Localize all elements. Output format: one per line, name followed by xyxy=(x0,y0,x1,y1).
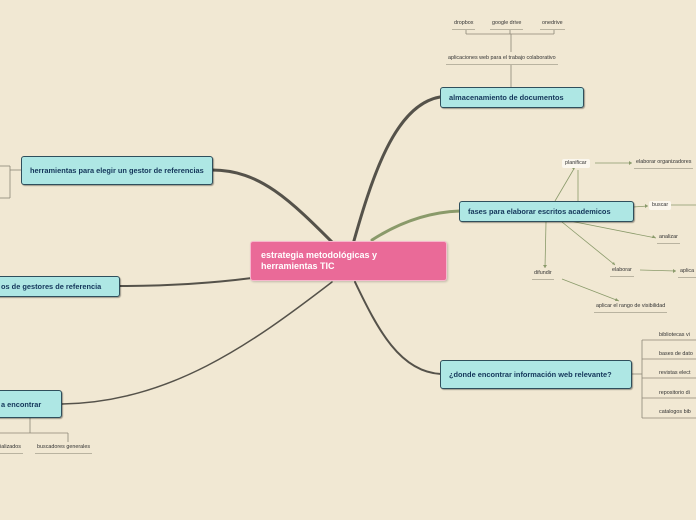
herramientas-connectors xyxy=(0,165,22,199)
node-gestores-label: os de gestores de referencia xyxy=(1,282,102,291)
leaf-planificar[interactable]: planificar xyxy=(562,159,590,168)
branch-fases xyxy=(370,209,462,242)
node-donde-label: ¿donde encontrar información web relevan… xyxy=(449,370,612,379)
central-topic[interactable]: estrategia metodológicas y herramientas … xyxy=(250,241,447,281)
node-encontrar-label: a encontrar xyxy=(1,399,42,409)
node-herramientas[interactable]: herramientas para elegir un gestor de re… xyxy=(21,156,213,185)
leaf-catalogos[interactable]: catalogos bib xyxy=(659,409,691,415)
encontrar-connectors xyxy=(0,418,69,442)
leaf-aplicar-rango[interactable]: aplicar el rango de visibilidad xyxy=(594,303,668,313)
leaf-bibliotecas[interactable]: bibliotecas vi xyxy=(659,332,690,338)
node-almacenamiento-label: almacenamiento de documentos xyxy=(449,93,564,102)
leaf-difundir[interactable]: difundir xyxy=(532,270,554,280)
node-herramientas-label: herramientas para elegir un gestor de re… xyxy=(30,166,204,175)
leaf-elaborar-organizadores[interactable]: elaborar organizadores xyxy=(634,159,694,169)
node-encontrar[interactable]: a encontrar xyxy=(0,390,62,418)
leaf-google-drive[interactable]: google drive xyxy=(490,20,524,30)
leaf-buscar[interactable]: buscar xyxy=(649,201,672,210)
branch-donde xyxy=(354,281,442,375)
almacenamiento-connectors xyxy=(465,30,555,87)
leaf-bases[interactable]: bases de dato xyxy=(659,351,693,357)
node-gestores[interactable]: os de gestores de referencia xyxy=(0,276,120,297)
branch-almacenamiento xyxy=(348,95,442,257)
leaf-elaborar[interactable]: elaborar xyxy=(610,267,634,277)
branch-encontrar xyxy=(61,281,333,405)
node-donde[interactable]: ¿donde encontrar información web relevan… xyxy=(440,360,632,389)
leaf-onedrive[interactable]: onedrive xyxy=(540,20,565,30)
leaf-aplica[interactable]: aplica xyxy=(678,268,696,278)
donde-connectors xyxy=(631,339,696,419)
central-topic-label: estrategia metodológicas y herramientas … xyxy=(261,250,378,271)
leaf-repositorio[interactable]: repositorio di xyxy=(659,390,690,396)
leaf-especializados[interactable]: ializados xyxy=(0,444,23,454)
branch-herramientas xyxy=(210,168,338,248)
branch-gestores xyxy=(119,277,253,287)
fases-arrowheads xyxy=(543,161,676,301)
node-fases-label: fases para elaborar escritos academicos xyxy=(468,207,611,216)
leaf-buscadores-generales[interactable]: buscadores generales xyxy=(35,444,93,454)
node-fases[interactable]: fases para elaborar escritos academicos xyxy=(459,201,634,222)
node-almacenamiento[interactable]: almacenamiento de documentos xyxy=(440,87,584,108)
leaf-analizar[interactable]: analizar xyxy=(657,234,680,244)
leaf-dropbox[interactable]: dropbox xyxy=(452,20,476,30)
fases-connectors xyxy=(544,162,696,302)
leaf-revistas[interactable]: revistas elect xyxy=(659,370,691,376)
leaf-aplicaciones-web[interactable]: aplicaciones web para el trabajo colabor… xyxy=(446,55,558,65)
